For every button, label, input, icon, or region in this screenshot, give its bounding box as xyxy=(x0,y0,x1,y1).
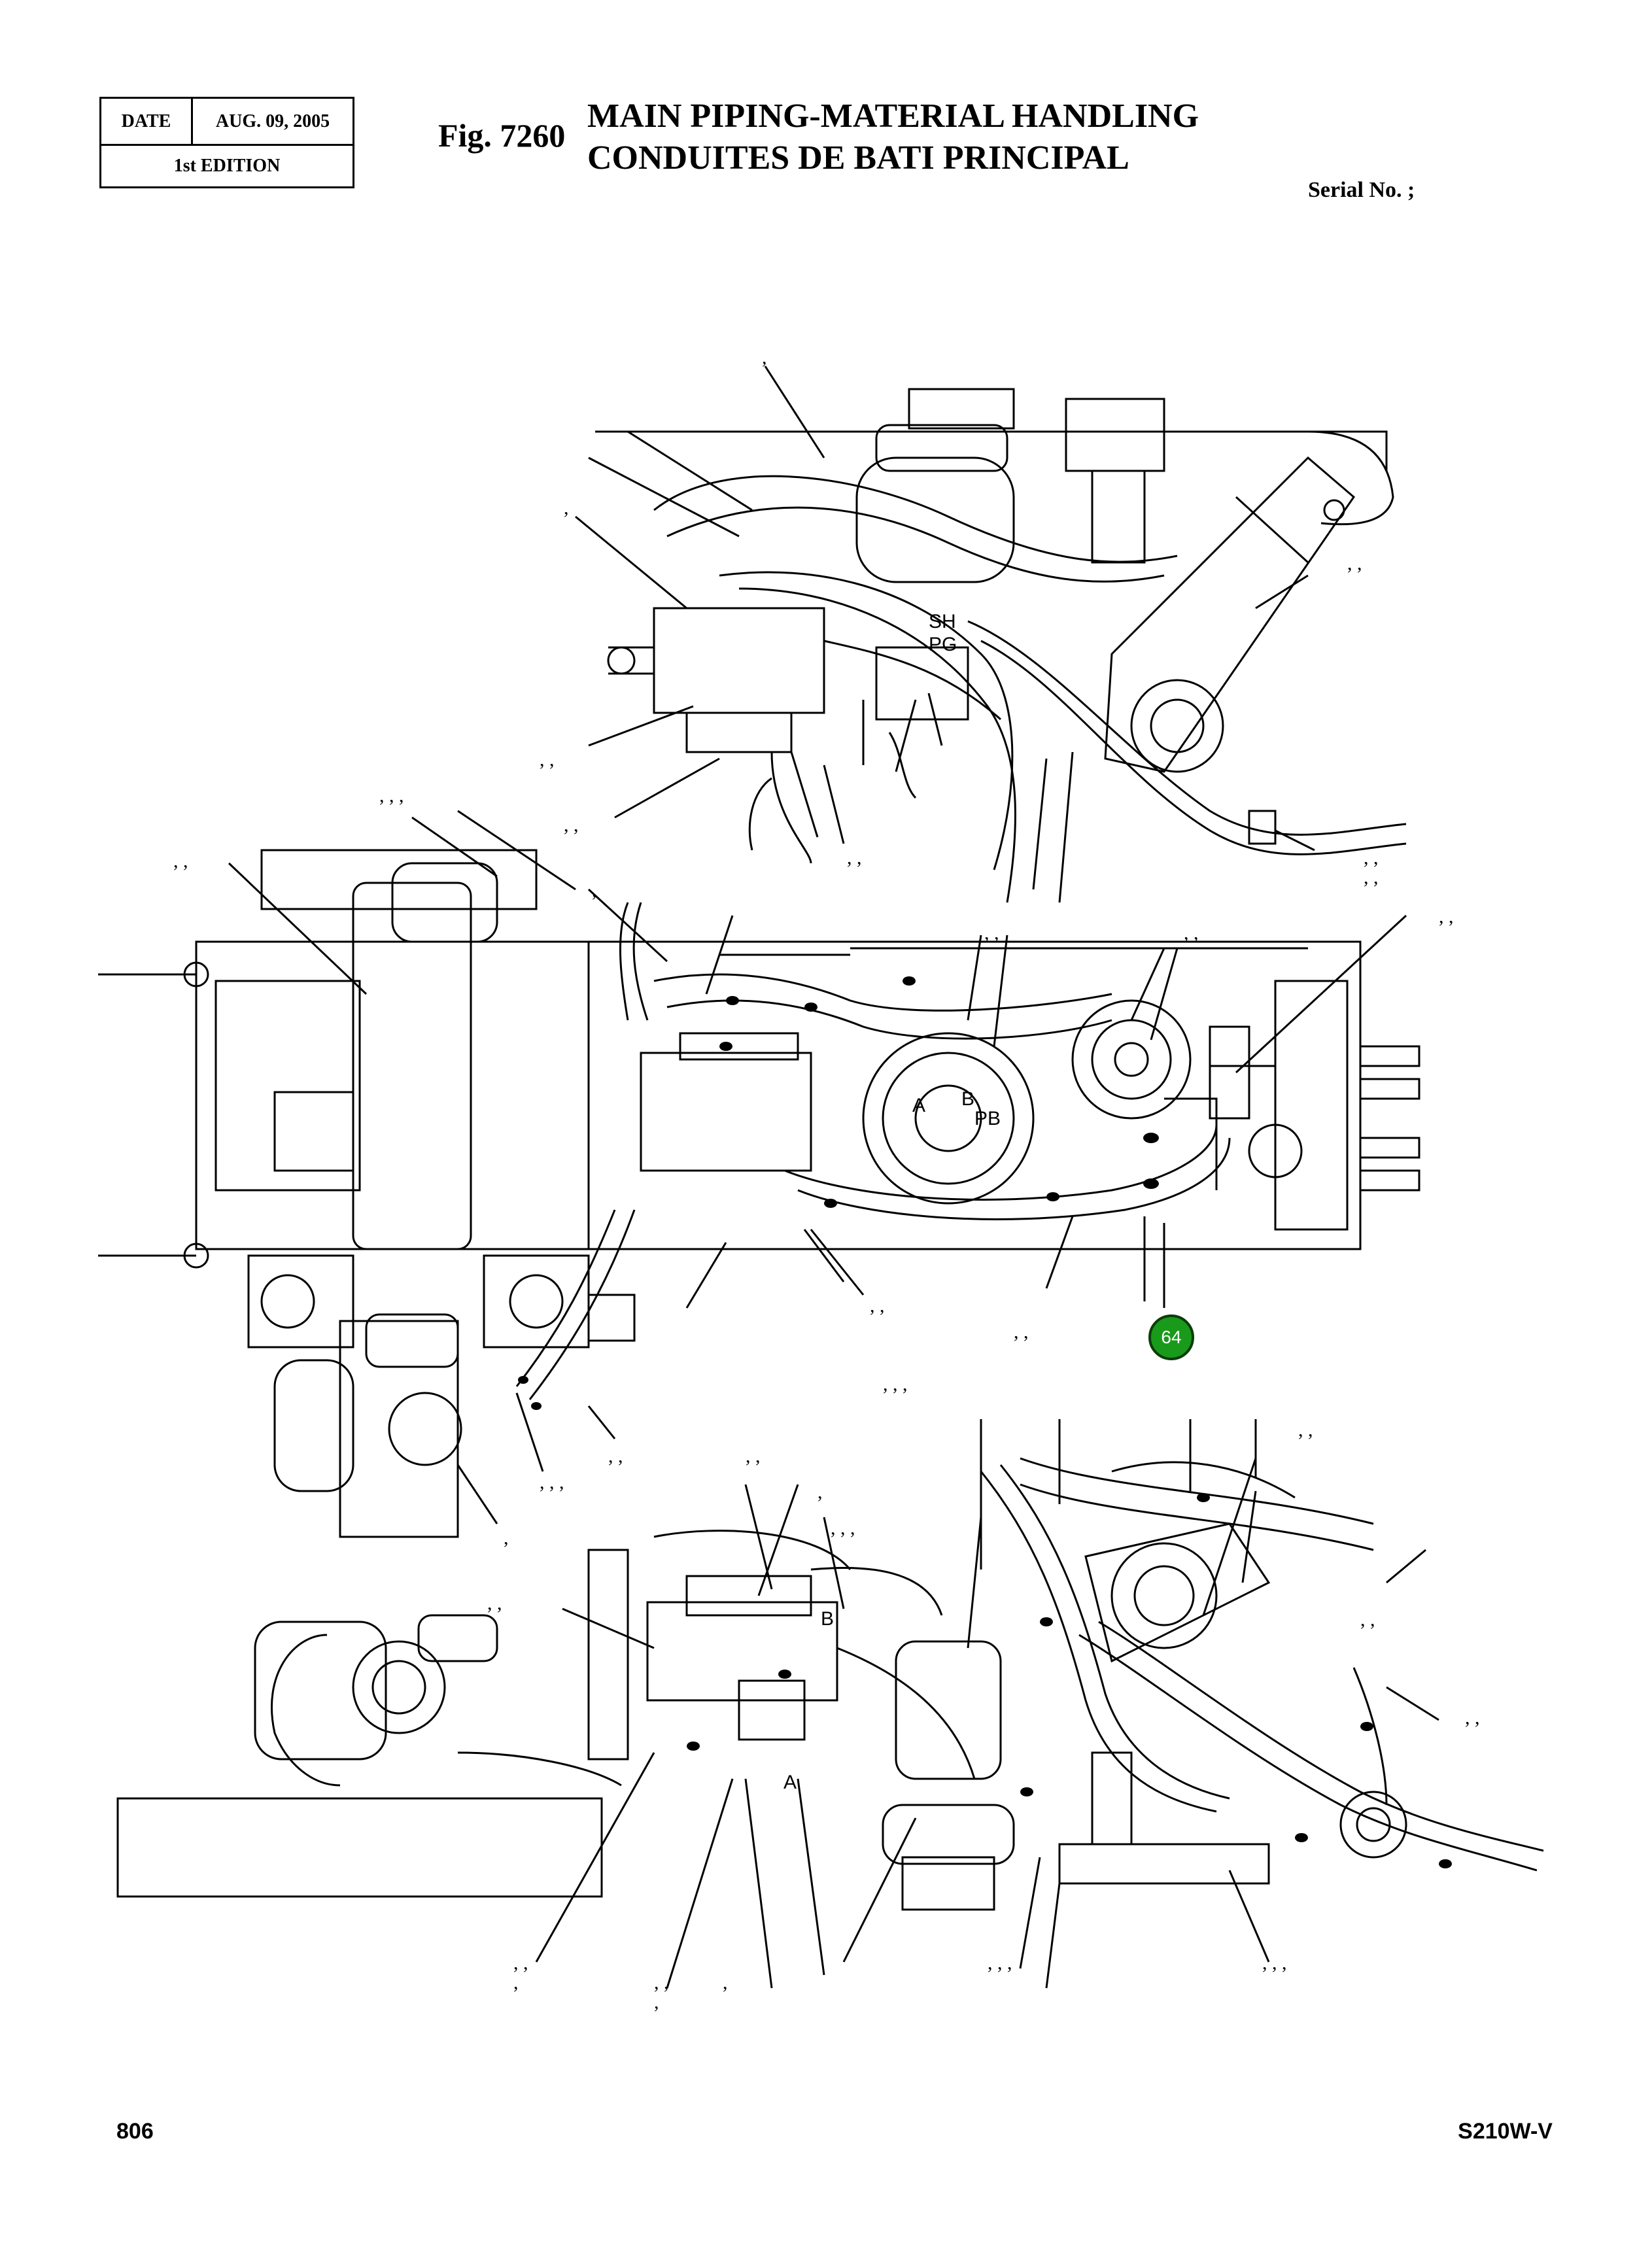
port-label-a-side: A xyxy=(783,1772,797,1793)
port-label-sh: SH xyxy=(929,611,956,632)
clamp-markers xyxy=(518,976,1452,1868)
plan-view xyxy=(98,810,1420,1538)
date-label: DATE xyxy=(101,99,193,144)
port-label-b-side: B xyxy=(821,1608,834,1630)
page-number: 806 xyxy=(116,2119,154,2144)
figure-number: Fig. 7260 xyxy=(438,117,566,154)
port-label-pg: PG xyxy=(929,634,957,655)
top-view xyxy=(575,366,1407,903)
date-row: DATE AUG. 09, 2005 xyxy=(101,99,353,146)
serial-number: Serial No. ; xyxy=(1308,178,1415,202)
edition-label: 1st EDITION xyxy=(173,156,281,176)
title-french: CONDUITES DE BATI PRINCIPAL xyxy=(587,139,1129,177)
date-edition-box: DATE AUG. 09, 2005 1st EDITION xyxy=(99,97,354,188)
callout-badge-64[interactable]: 64 xyxy=(1148,1314,1194,1360)
port-label-pb: PB xyxy=(974,1108,1001,1129)
port-label-a-plan: A xyxy=(912,1095,925,1116)
title-english: MAIN PIPING-MATERIAL HANDLING xyxy=(587,97,1199,135)
date-value: AUG. 09, 2005 xyxy=(215,111,330,131)
model-code: S210W-V xyxy=(1458,2119,1553,2144)
side-view xyxy=(116,1419,1544,1989)
port-label-b-plan: B xyxy=(961,1088,974,1110)
